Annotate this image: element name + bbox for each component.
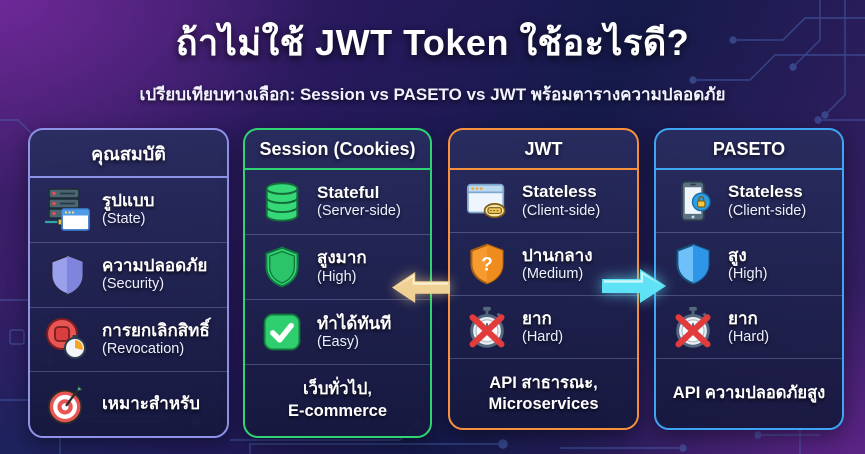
jwt-rows: Stateless (Client-side) ? ปานกลาง (Mediu… bbox=[450, 170, 637, 428]
session-column: Session (Cookies) Stateful (Server-side) bbox=[243, 128, 432, 438]
row-label: รูปแบบ bbox=[102, 191, 155, 211]
orange-question-shield-icon: ? bbox=[463, 242, 511, 286]
features-column: คุณสมบัติ bbox=[28, 128, 229, 438]
paseto-best-for: API ความปลอดภัยสูง bbox=[656, 358, 842, 428]
session-column-header: Session (Cookies) bbox=[245, 130, 430, 170]
row-sublabel: (High) bbox=[728, 265, 768, 282]
row-sublabel: (Server-side) bbox=[317, 203, 401, 220]
paseto-row-security: สูง (High) bbox=[656, 232, 842, 295]
row-sublabel: (State) bbox=[102, 211, 146, 228]
target-dart-icon bbox=[43, 381, 91, 427]
features-rows: รูปแบบ (State) ความปลอดภัย (Security) bbox=[30, 178, 227, 436]
session-best-for: เว็บทั่วไป, E-commerce bbox=[245, 364, 430, 436]
row-sublabel: (Security) bbox=[102, 276, 165, 293]
jwt-best-for: API สาธารณะ, Microservices bbox=[450, 358, 637, 428]
paseto-row-state: Stateless (Client-side) bbox=[656, 170, 842, 232]
jwt-row-revocation: ยาก (Hard) bbox=[450, 295, 637, 358]
row-label: การยกเลิกสิทธิ์ bbox=[102, 320, 210, 340]
row-label: Stateless bbox=[728, 182, 803, 202]
green-shield-icon bbox=[258, 245, 306, 289]
paseto-row-revocation: ยาก (Hard) bbox=[656, 295, 842, 358]
row-sublabel: (Medium) bbox=[522, 265, 584, 282]
row-label: ปานกลาง bbox=[522, 245, 593, 265]
row-label: Stateless bbox=[522, 182, 597, 202]
best-for-line: E-commerce bbox=[287, 402, 388, 421]
features-column-header: คุณสมบัติ bbox=[30, 130, 227, 178]
paseto-column-header: PASETO bbox=[656, 130, 842, 170]
phone-lock-icon bbox=[669, 178, 717, 224]
jwt-column-header: JWT bbox=[450, 130, 637, 170]
row-label: สูงมาก bbox=[317, 248, 367, 268]
arrow-left-icon bbox=[392, 270, 450, 305]
feature-row-security: ความปลอดภัย (Security) bbox=[30, 241, 227, 307]
row-label: เหมาะสำหรับ bbox=[102, 394, 200, 414]
row-sublabel: (Client-side) bbox=[728, 202, 807, 219]
svg-text:?: ? bbox=[481, 255, 493, 276]
crossed-stopwatch-icon bbox=[463, 304, 511, 350]
blue-shield-icon bbox=[669, 242, 717, 286]
feature-row-best-for: เหมาะสำหรับ bbox=[30, 371, 227, 436]
jwt-row-state: Stateless (Client-side) bbox=[450, 170, 637, 232]
row-label: ทำได้ทันที bbox=[317, 313, 392, 333]
green-check-icon bbox=[258, 310, 306, 354]
row-sublabel: (Revocation) bbox=[102, 340, 185, 357]
paseto-column: PASETO Stateless (Client-side) bbox=[654, 128, 844, 430]
row-label: Stateful bbox=[317, 183, 380, 203]
row-sublabel: (Easy) bbox=[317, 333, 359, 350]
jwt-row-security: ? ปานกลาง (Medium) bbox=[450, 232, 637, 295]
feature-row-revocation: การยกเลิกสิทธิ์ (Revocation) bbox=[30, 306, 227, 372]
row-sublabel: (Hard) bbox=[522, 328, 564, 345]
row-label: ยาก bbox=[522, 308, 552, 328]
best-for-line: เว็บทั่วไป, bbox=[303, 380, 372, 399]
page-title: ถ้าไม่ใช้ JWT Token ใช้อะไรดี? bbox=[175, 22, 690, 63]
best-for-line: API ความปลอดภัยสูง bbox=[672, 383, 826, 402]
best-for-line: API สาธารณะ, bbox=[489, 373, 598, 392]
best-for-line: Microservices bbox=[488, 395, 599, 414]
revoke-stopwatch-icon bbox=[43, 315, 91, 363]
paseto-rows: Stateless (Client-side) สูง (High) bbox=[656, 170, 842, 428]
row-sublabel: (High) bbox=[317, 268, 357, 285]
row-label: ยาก bbox=[728, 308, 758, 328]
row-sublabel: (Client-side) bbox=[522, 202, 601, 219]
server-window-icon bbox=[43, 186, 91, 234]
session-row-security: สูงมาก (High) bbox=[245, 234, 430, 299]
page-header: ถ้าไม่ใช้ JWT Token ใช้อะไรดี? เปรียบเที… bbox=[0, 14, 865, 108]
purple-shield-icon bbox=[43, 253, 91, 297]
row-sublabel: (Hard) bbox=[728, 328, 770, 345]
feature-row-state: รูปแบบ (State) bbox=[30, 178, 227, 242]
browser-token-icon bbox=[463, 178, 511, 224]
session-row-state: Stateful (Server-side) bbox=[245, 170, 430, 234]
session-row-revocation: ทำได้ทันที (Easy) bbox=[245, 299, 430, 364]
green-database-icon bbox=[258, 179, 306, 225]
row-label: สูง bbox=[728, 245, 747, 265]
page-subtitle: เปรียบเทียบทางเลือก: Session vs PASETO v… bbox=[139, 85, 726, 104]
row-label: ความปลอดภัย bbox=[102, 256, 208, 276]
crossed-stopwatch-icon bbox=[669, 304, 717, 350]
arrow-right-icon bbox=[602, 266, 666, 306]
session-rows: Stateful (Server-side) สูงมาก (High) bbox=[245, 170, 430, 436]
